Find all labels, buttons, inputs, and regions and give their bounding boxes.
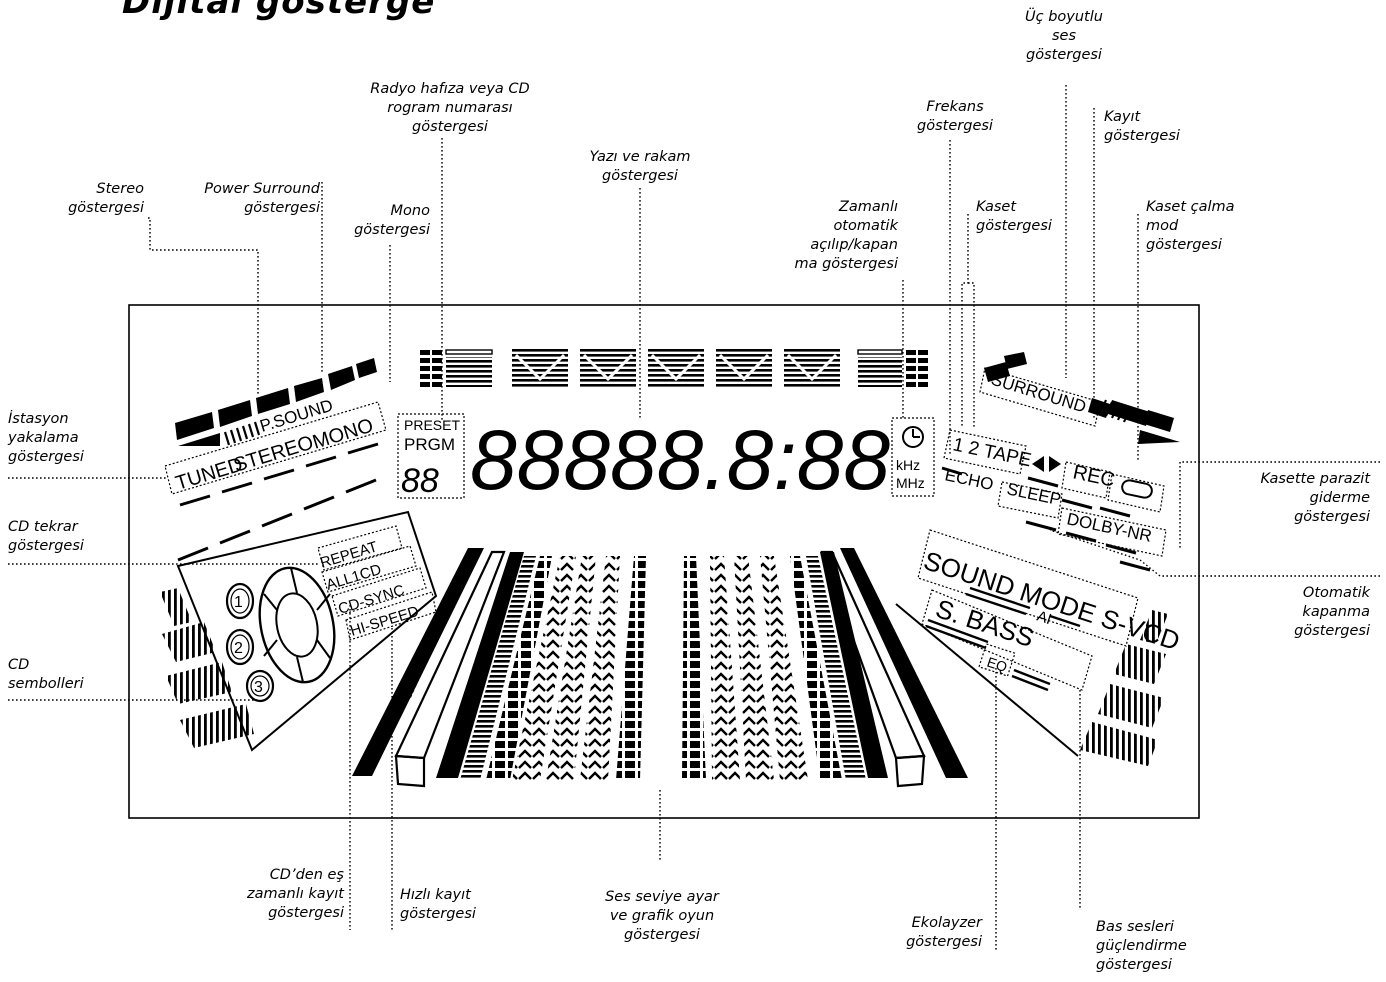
echo-text: ECHO <box>943 465 995 494</box>
level-ray <box>616 556 646 780</box>
level-ray <box>806 556 866 780</box>
label-3d-sound: Üç boyutlu ses göstergesi <box>1025 9 1103 63</box>
khz-text: kHz <box>896 457 920 473</box>
label-timer: Zamanlı otomatik açılıp/kapan ma gösterg… <box>794 199 898 272</box>
prgm-digits: 88 <box>401 462 439 500</box>
level-chevron-column <box>760 556 808 780</box>
dolby-text: DOLBY-NR <box>1065 509 1153 546</box>
top-segment-row <box>420 349 928 387</box>
top-segment-block <box>784 349 840 387</box>
display-frame <box>128 304 1200 819</box>
left-signal-meter: P.SOUND TUNED STEREO MONO <box>164 358 387 562</box>
eq-text: EQ <box>985 654 1009 676</box>
label-level: Ses seviye ayar ve grafik oyun gösterges… <box>605 889 719 943</box>
label-radio-memory: Radyo hafıza veya CD rogram numarası gös… <box>370 81 530 135</box>
label-auto-off: Otomatik kapanma göstergesi <box>1294 585 1370 639</box>
disc-2-text: 2 <box>234 640 243 657</box>
level-ray <box>400 552 476 700</box>
right-signal-meter: SURROUND 1 2 TAPE REC <box>941 352 1180 572</box>
label-station: İstasyon yakalama göstergesi <box>8 411 84 465</box>
top-segment-block <box>580 349 636 387</box>
label-tape-noise: Kasette parazit giderme göstergesi <box>1260 471 1370 525</box>
level-ray <box>682 556 706 780</box>
prgm-text: PRGM <box>404 435 455 454</box>
frequency-block: kHz MHz <box>891 417 935 497</box>
label-frequency: Frekans göstergesi <box>917 99 993 134</box>
level-meter-fan <box>352 548 968 788</box>
label-cd-symbols: CD sembolleri <box>8 657 84 692</box>
page-title: Dijital gösterge <box>122 0 436 22</box>
top-segment-block <box>648 349 704 387</box>
label-stereo: Stereo göstergesi <box>68 181 144 216</box>
tape-text: 1 2 TAPE <box>951 434 1033 471</box>
label-cd-repeat: CD tekrar göstergesi <box>8 519 84 554</box>
level-ray <box>436 552 524 778</box>
label-cd-sync-rec: CD’den eş zamanlı kayıt göstergesi <box>247 867 344 921</box>
ai-text: AI <box>1035 608 1054 629</box>
label-tape-play-mode: Kaset çalma mod göstergesi <box>1146 199 1235 253</box>
label-fast-rec: Hızlı kayıt göstergesi <box>400 887 476 922</box>
label-cassette: Kaset göstergesi <box>976 199 1052 234</box>
main-digits: 88888.8:88 <box>470 413 890 507</box>
level-chevron-column <box>580 556 620 780</box>
level-hollow-bar <box>394 754 426 788</box>
preset-prgm-block: PRESET PRGM 88 <box>397 413 465 500</box>
level-chevron-column <box>512 556 576 780</box>
level-hollow-bar <box>894 754 926 788</box>
top-segment-block <box>512 349 568 387</box>
preset-text: PRESET <box>404 417 460 433</box>
callout-lines <box>8 85 1380 952</box>
stereo-text: STEREO <box>231 432 316 477</box>
label-equalizer: Ekolayzer göstergesi <box>906 915 982 950</box>
level-ray <box>840 548 968 778</box>
label-bass: Bas sesleri güçlendirme göstergesi <box>1096 919 1187 973</box>
level-chevron-column <box>546 556 596 780</box>
top-segment-block <box>716 349 772 387</box>
label-mono: Mono göstergesi <box>354 203 430 238</box>
rec-text: REC <box>1071 461 1117 491</box>
level-chevron-column <box>710 556 740 780</box>
level-ray <box>460 556 536 780</box>
level-chevron-column <box>734 556 774 780</box>
surround-text: SURROUND <box>989 370 1088 417</box>
label-power-surround: Power Surround göstergesi <box>204 181 320 216</box>
level-ray <box>486 556 552 780</box>
mhz-text: MHz <box>896 475 925 491</box>
level-ray <box>820 552 888 778</box>
disc-1-text: 1 <box>234 594 243 611</box>
disc-3-text: 3 <box>254 679 263 696</box>
level-ray <box>790 556 842 780</box>
label-text-number: Yazı ve rakam göstergesi <box>589 149 691 184</box>
label-record: Kayıt göstergesi <box>1104 109 1180 144</box>
